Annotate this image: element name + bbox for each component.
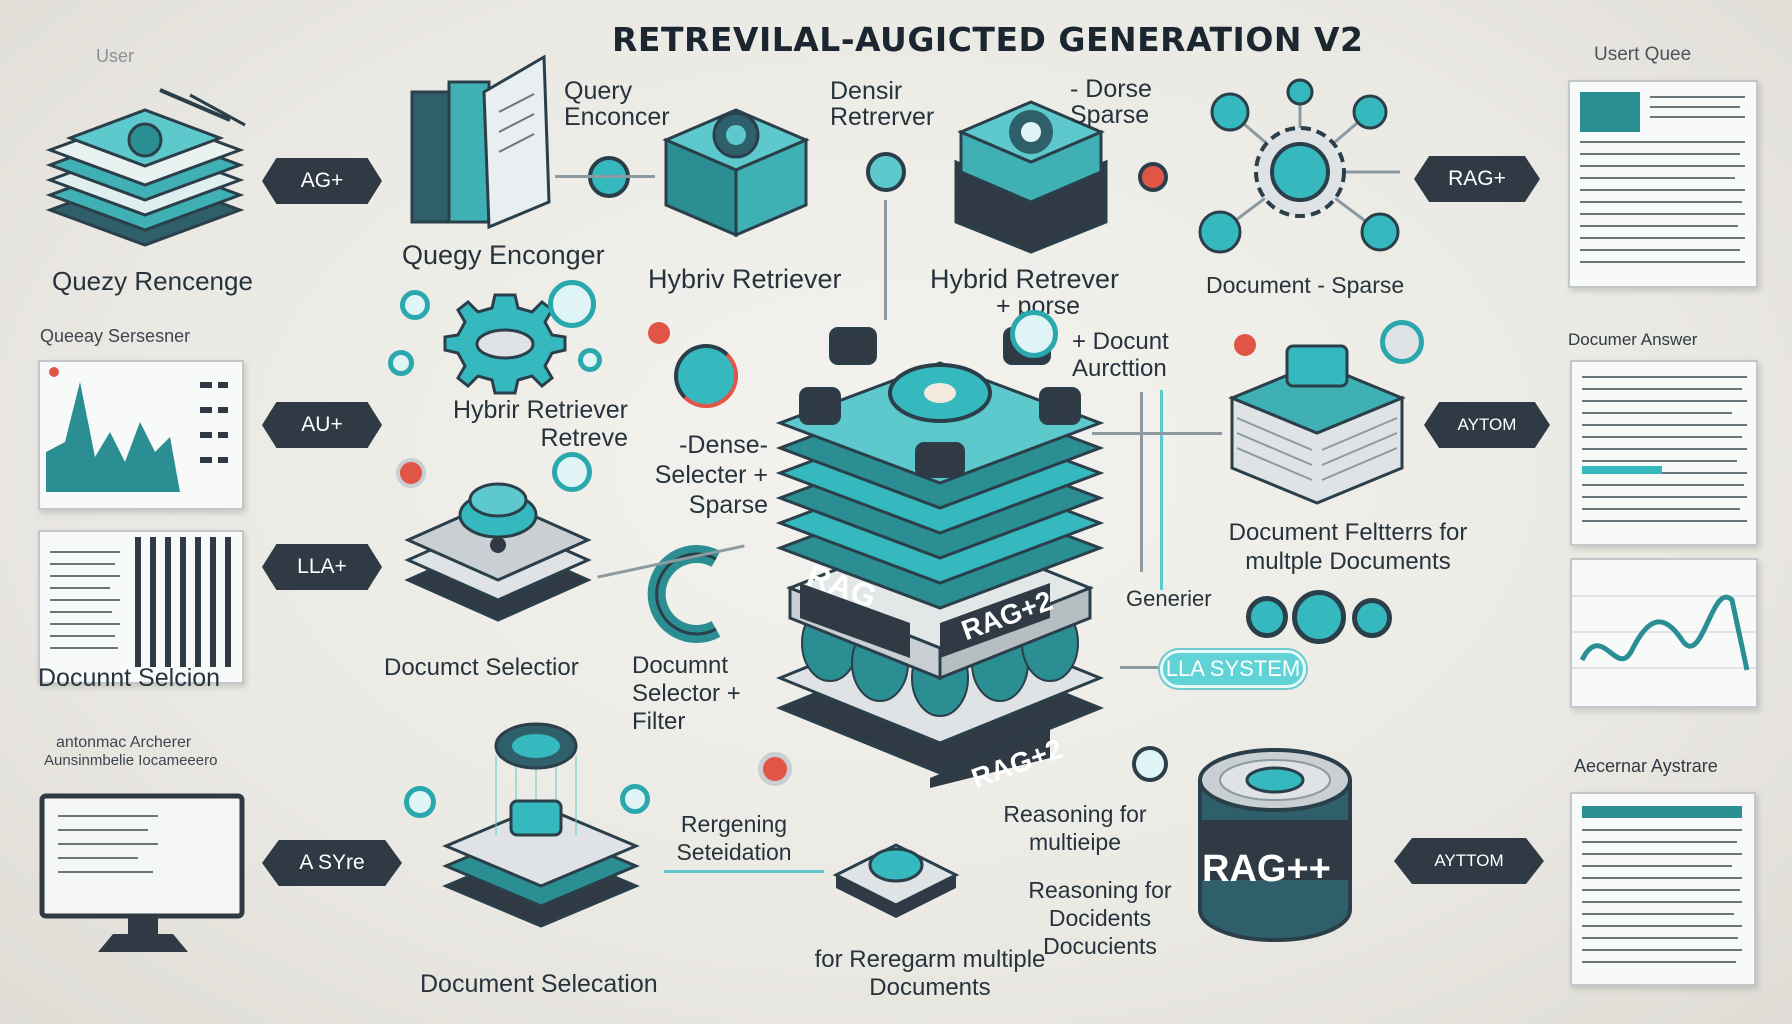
- label-dorse-sparse: - Dorse Sparse: [1070, 75, 1152, 129]
- server-box-icon: [954, 100, 1108, 254]
- tag-aytom-2: AYTTOM: [1394, 838, 1544, 884]
- connector-ring: [1380, 320, 1424, 364]
- layered-stack-icon: [45, 88, 246, 247]
- central-chip-icon: [832, 843, 960, 918]
- connector-line: [555, 175, 655, 178]
- label-hybrir-retriever: Hybrir Retriever Retreve: [452, 396, 628, 452]
- connector-ring: [548, 280, 596, 328]
- selector-platform-icon: [404, 482, 592, 622]
- connector-ring: [1010, 310, 1058, 358]
- connector-line: [664, 870, 824, 873]
- connector-ring: [620, 784, 650, 814]
- gear-network-icon: [1198, 78, 1400, 254]
- encoder-cube-icon: [662, 108, 810, 238]
- label-hybrid-retrever: Hybrid Retrever: [930, 264, 1120, 294]
- label-densir-retrerver: Densir Retrerver: [830, 77, 935, 131]
- connector-ring: [404, 786, 436, 818]
- document-thumbnail-icon: [1582, 806, 1742, 963]
- label-generier: Generier: [1126, 586, 1212, 611]
- red-indicator: [396, 458, 426, 488]
- label-hybriv-retriever: Hybriv Retriever: [648, 264, 842, 294]
- tag-ag-plus: AG+: [262, 158, 382, 204]
- connector-line: [1120, 666, 1158, 669]
- user-label-faint: User: [96, 46, 135, 66]
- stack-label-rag-cylinder: RAG++: [1202, 848, 1331, 890]
- label-aunsinmbelie: Aunsinmbelie Iocameeero: [44, 752, 218, 769]
- tag-au-plus: AU+: [262, 402, 382, 448]
- label-reasoning-docidents: Reasoning for Docidents Docucients: [1028, 877, 1172, 959]
- tag-aytom-1: AYTOM: [1424, 402, 1550, 448]
- line-chart-icon: [1572, 594, 1756, 671]
- lla-system-pill: LLA SYSTEM: [1160, 650, 1306, 688]
- connector-node: [674, 344, 738, 408]
- red-indicator: [758, 752, 792, 786]
- document-panel-right-2: [1570, 360, 1758, 546]
- red-indicator: [1234, 334, 1256, 356]
- vertical-connector: [1160, 390, 1163, 590]
- chart-panel: [38, 360, 244, 510]
- connector-ring: [552, 452, 592, 492]
- label-document-selcion-left: Docunnt Selcion: [38, 664, 221, 692]
- label-document-selector-filter: Documnt Selector + Filter: [632, 652, 741, 735]
- connector-ring: [388, 350, 414, 376]
- red-indicator: [648, 322, 670, 344]
- document-panel-left: [38, 530, 244, 684]
- device-stack-icon: [1228, 344, 1406, 505]
- label-document-sparse: Document - Sparse: [1206, 272, 1405, 298]
- red-indicator: [1138, 162, 1168, 192]
- label-document-selecation: Document Selecation: [420, 970, 658, 998]
- diagram-title: RETREVILAL-AUGICTED GENERATION V2: [612, 20, 1364, 59]
- label-dense-selecter: -Dense- Selecter + Sparse: [654, 431, 768, 519]
- document-panel-right-1: [1568, 80, 1758, 288]
- label-quegy-enconger: Quegy Enconger: [402, 240, 605, 270]
- label-query-sersesner: Queeay Sersesner: [40, 326, 191, 346]
- label-document-feltterrs: Document Feltterrs for multple Documents: [1228, 519, 1468, 575]
- label-reasoning-multiple: Reasoning for multieipe: [1003, 801, 1147, 855]
- connector-line: [1092, 432, 1222, 435]
- label-docunt-aurcttion: + Docunt Aurcttion: [1072, 328, 1169, 382]
- document-thumbnail-icon: [1580, 92, 1745, 263]
- label-query-enconcer-top: Query Enconcer: [564, 77, 670, 131]
- area-chart-icon: [46, 367, 228, 492]
- connector-ring: [1292, 590, 1346, 644]
- chip-platform-icon: [442, 722, 640, 928]
- document-lines-icon: [50, 537, 231, 667]
- gear-icon: [443, 293, 567, 395]
- connector-ring: [1246, 596, 1288, 638]
- label-document-selectior: Documct Selectior: [384, 654, 579, 681]
- tag-a-syre: A SYre: [262, 840, 402, 886]
- half-ring-icon: [647, 545, 721, 643]
- label-user-query-right: Usert Quee: [1594, 44, 1692, 65]
- document-thumbnail-icon: [1582, 376, 1747, 522]
- books-icon: [410, 54, 551, 230]
- label-documer-answer: Documer Answer: [1568, 330, 1698, 349]
- label-reregening: Rergening Seteidation: [676, 811, 792, 865]
- tag-lla-plus: LLA+: [262, 544, 382, 590]
- rag-cylinder-icon: [1198, 748, 1352, 942]
- chart-panel-right: [1570, 558, 1758, 708]
- rag-stack-icon: [775, 327, 1105, 788]
- vertical-connector: [1140, 392, 1143, 572]
- connector-ring: [400, 290, 430, 320]
- label-antonmac-archerer: antonmac Archerer: [56, 734, 192, 751]
- label-query-renceng: Quezy Rencenge: [52, 266, 253, 296]
- label-for-reregarm: for Reregarm multiple Documents: [814, 946, 1046, 1001]
- connector-node: [866, 152, 906, 192]
- monitor-icon: [39, 793, 245, 952]
- tag-rag-plus-right: RAG+: [1414, 156, 1540, 202]
- document-panel-right-3: [1570, 792, 1756, 986]
- label-aecernar-aystrare: Aecernar Aystrare: [1574, 756, 1718, 776]
- connector-node: [1132, 746, 1168, 782]
- connector-ring: [578, 348, 602, 372]
- connector-ring: [1352, 598, 1392, 638]
- vertical-connector: [884, 200, 887, 320]
